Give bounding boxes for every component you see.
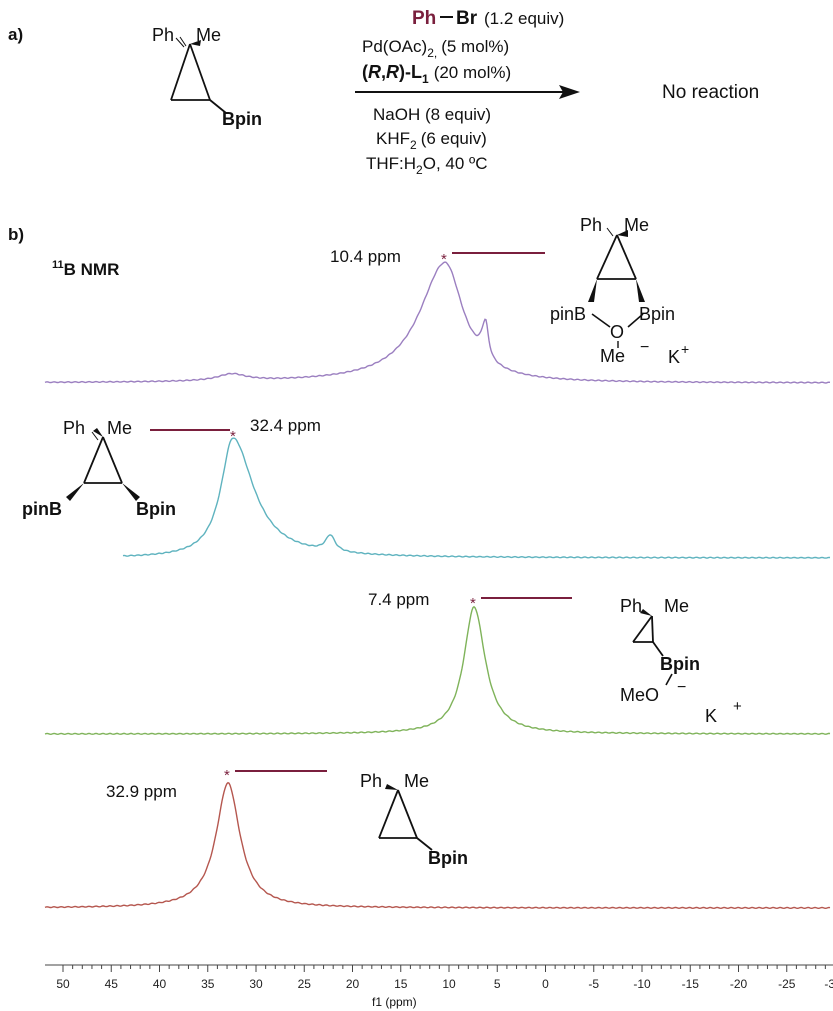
structure-4: Ph Me Bpin <box>360 771 468 868</box>
axis-tick-label: -25 <box>778 977 796 991</box>
axis-tick-label: -15 <box>682 977 700 991</box>
axis-tick-label: 0 <box>542 977 549 991</box>
spectrum-trace-3 <box>44 605 831 736</box>
svg-text:Ph: Ph <box>360 771 382 791</box>
peak-marker-4: * <box>224 767 230 784</box>
substrate-me: Me <box>196 25 221 45</box>
axis-tick-label: 40 <box>153 977 167 991</box>
axis-tick-label: 30 <box>249 977 263 991</box>
axis-tick-label: -3 <box>824 977 833 991</box>
svg-text:Ph: Ph <box>620 596 642 616</box>
peak-label-3: 7.4 ppm <box>368 590 429 609</box>
substrate-ph: Ph <box>152 25 174 45</box>
axis-tick-label: 10 <box>442 977 456 991</box>
structure-3: Ph Me Bpin MeO − K + <box>620 596 742 726</box>
axis-tick-label: 25 <box>298 977 312 991</box>
axis-tick-label: 15 <box>394 977 408 991</box>
svg-text:Me: Me <box>600 346 625 366</box>
axis-tick-label: 45 <box>105 977 119 991</box>
substrate-structure: Ph Me Bpin <box>152 25 262 129</box>
substrate-bpin: Bpin <box>222 109 262 129</box>
axis-label: f1 (ppm) <box>372 995 417 1009</box>
svg-text:Bpin: Bpin <box>136 499 176 519</box>
svg-text:Me: Me <box>107 418 132 438</box>
svg-text:Me: Me <box>624 215 649 235</box>
panel-a-label: a) <box>8 25 23 44</box>
svg-text:Bpin: Bpin <box>428 848 468 868</box>
svg-text:+: + <box>681 341 689 357</box>
structure-2: Ph Me pinB Bpin <box>22 418 176 519</box>
panel-b-label: b) <box>8 225 24 244</box>
base: NaOH (8 equiv) <box>373 105 491 124</box>
catalyst: Pd(OAc)2,(5 mol%) <box>362 37 509 60</box>
reaction-conditions: Ph Br (1.2 equiv) Pd(OAc)2,(5 mol%) (R,R… <box>355 8 580 177</box>
svg-text:pinB: pinB <box>22 499 62 519</box>
structure-1: Ph Me pinB Bpin O Me − K + <box>550 215 689 367</box>
axis-tick-label: 20 <box>346 977 360 991</box>
peak-label-4: 32.9 ppm <box>106 782 177 801</box>
svg-text:pinB: pinB <box>550 304 586 324</box>
axis-tick-label: 5 <box>494 977 501 991</box>
additive: KHF2(6 equiv) <box>376 129 487 152</box>
axis-tick-label: 50 <box>56 977 70 991</box>
ligand: (R,R)-L1(20 mol%) <box>362 62 511 86</box>
axis-tick-label: -5 <box>588 977 599 991</box>
svg-text:Ph: Ph <box>412 8 436 29</box>
axis-tick-label: 35 <box>201 977 215 991</box>
svg-text:K: K <box>668 347 680 367</box>
peak-label-1: 10.4 ppm <box>330 247 401 266</box>
reagent-br: Br <box>456 8 478 29</box>
nmr-title: 11B NMR <box>52 259 119 279</box>
svg-text:−: − <box>677 679 686 696</box>
svg-text:Me: Me <box>404 771 429 791</box>
peak-marker-3: * <box>470 595 476 612</box>
svg-text:−: − <box>640 339 649 356</box>
svg-text:Me: Me <box>664 596 689 616</box>
axis-tick-label: -20 <box>730 977 748 991</box>
svg-text:Bpin: Bpin <box>660 654 700 674</box>
svg-text:O: O <box>610 322 624 342</box>
svg-text:K: K <box>705 706 717 726</box>
solvent: THF:H2O, 40 ºC <box>366 154 488 177</box>
spectrum-trace-1 <box>44 261 831 384</box>
spectrum-trace-4 <box>44 781 831 910</box>
svg-text:Bpin: Bpin <box>639 304 675 324</box>
peak-marker-1: * <box>441 251 447 268</box>
svg-text:Ph: Ph <box>580 215 602 235</box>
reagent-equiv: (1.2 equiv) <box>484 9 564 28</box>
reagent-ph: Ph <box>412 8 436 29</box>
spectrum-trace-2 <box>122 437 831 559</box>
peak-marker-2: * <box>230 428 236 445</box>
svg-text:MeO: MeO <box>620 685 659 705</box>
result-text: No reaction <box>662 82 759 103</box>
axis-tick-label: -10 <box>633 977 651 991</box>
svg-text:Ph: Ph <box>63 418 85 438</box>
peak-label-2: 32.4 ppm <box>250 416 321 435</box>
svg-text:+: + <box>733 698 742 715</box>
